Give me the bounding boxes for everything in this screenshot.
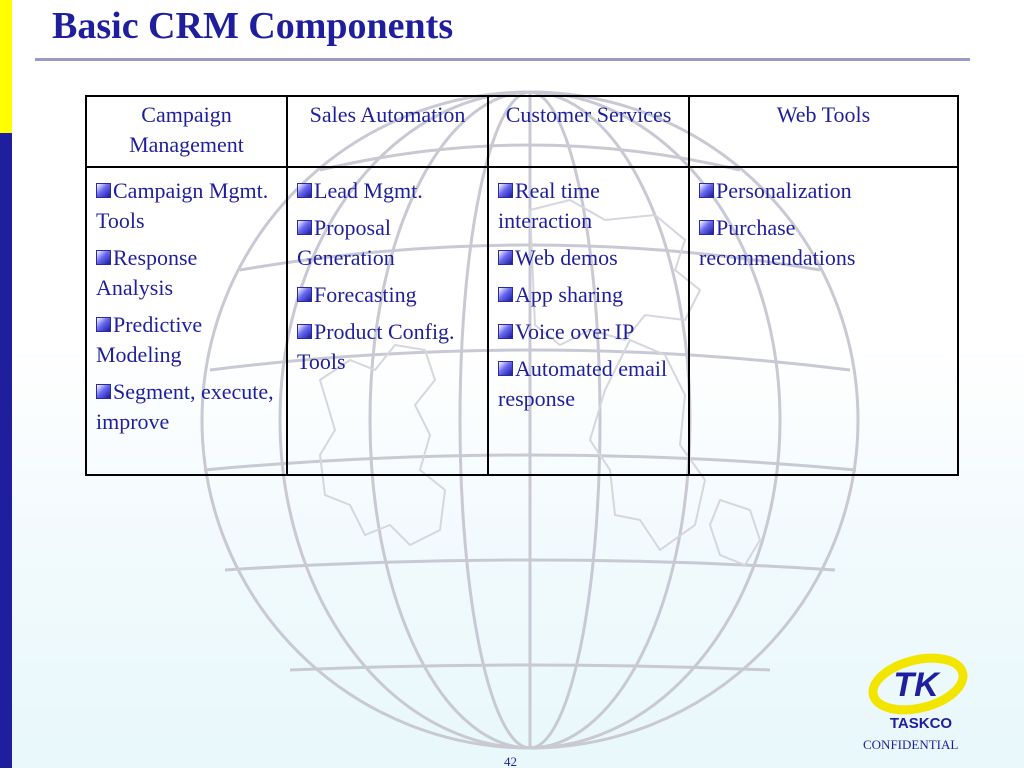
header-campaign-management: Campaign Management: [85, 95, 288, 168]
list-item: Web demos: [498, 243, 679, 273]
item-text: App sharing: [515, 282, 624, 307]
square-bullet-icon: [96, 317, 111, 332]
list-item: Campaign Mgmt. Tools: [96, 176, 277, 236]
item-text: Campaign Mgmt. Tools: [96, 178, 269, 233]
column-web-tools: Personalization Purchase recommendations: [688, 166, 959, 476]
item-text: Product Config. Tools: [297, 319, 455, 374]
crm-components-table: Campaign Management Sales Automation Cus…: [85, 95, 959, 476]
square-bullet-icon: [498, 361, 513, 376]
list-item: Proposal Generation: [297, 213, 478, 273]
square-bullet-icon: [498, 287, 513, 302]
header-web-tools: Web Tools: [688, 95, 959, 168]
item-text: Predictive Modeling: [96, 312, 203, 367]
logo-mark: TK: [893, 666, 941, 704]
page-number: 42: [504, 754, 517, 769]
square-bullet-icon: [498, 250, 513, 265]
square-bullet-icon: [297, 287, 312, 302]
item-text: Segment, execute, improve: [96, 379, 274, 434]
list-item: Segment, execute, improve: [96, 377, 277, 437]
header-row: Campaign Management Sales Automation Cus…: [85, 95, 959, 168]
square-bullet-icon: [699, 220, 714, 235]
square-bullet-icon: [297, 220, 312, 235]
list-item: Response Analysis: [96, 243, 277, 303]
item-text: Response Analysis: [96, 245, 198, 300]
square-bullet-icon: [96, 250, 111, 265]
square-bullet-icon: [96, 384, 111, 399]
column-sales-automation: Lead Mgmt. Proposal Generation Forecasti…: [286, 166, 489, 476]
list-item: Lead Mgmt.: [297, 176, 478, 206]
list-item: Personalization: [699, 176, 948, 206]
item-text: Purchase recommendations: [699, 215, 856, 270]
list-item: Voice over IP: [498, 317, 679, 347]
item-text: Real time interaction: [498, 178, 600, 233]
list-item: Real time interaction: [498, 176, 679, 236]
header-customer-services: Customer Services: [487, 95, 690, 168]
item-text: Forecasting: [314, 282, 417, 307]
list-item: Forecasting: [297, 280, 478, 310]
taskco-logo: TK TASKCO: [868, 653, 968, 732]
list-item: Purchase recommendations: [699, 213, 948, 273]
list-item: Product Config. Tools: [297, 317, 478, 377]
square-bullet-icon: [297, 183, 312, 198]
slide-title: Basic CRM Components: [52, 5, 454, 47]
item-text: Personalization: [716, 178, 852, 203]
confidential-label: CONFIDENTIAL: [863, 737, 959, 752]
column-campaign-management: Campaign Mgmt. Tools Response Analysis P…: [85, 166, 288, 476]
square-bullet-icon: [96, 183, 111, 198]
list-item: App sharing: [498, 280, 679, 310]
item-text: Proposal Generation: [297, 215, 395, 270]
square-bullet-icon: [498, 183, 513, 198]
square-bullet-icon: [699, 183, 714, 198]
accent-bar-blue: [0, 133, 12, 768]
item-text: Voice over IP: [515, 319, 635, 344]
item-text: Web demos: [515, 245, 618, 270]
body-row: Campaign Mgmt. Tools Response Analysis P…: [85, 166, 959, 476]
list-item: Predictive Modeling: [96, 310, 277, 370]
list-item: Automated email response: [498, 354, 679, 414]
logo-wordmark: TASKCO: [890, 715, 953, 732]
item-text: Automated email response: [498, 356, 668, 411]
header-sales-automation: Sales Automation: [286, 95, 489, 168]
title-divider: [35, 58, 970, 61]
column-customer-services: Real time interaction Web demos App shar…: [487, 166, 690, 476]
accent-bar-yellow: [0, 0, 12, 133]
square-bullet-icon: [498, 324, 513, 339]
square-bullet-icon: [297, 324, 312, 339]
item-text: Lead Mgmt.: [314, 178, 423, 203]
